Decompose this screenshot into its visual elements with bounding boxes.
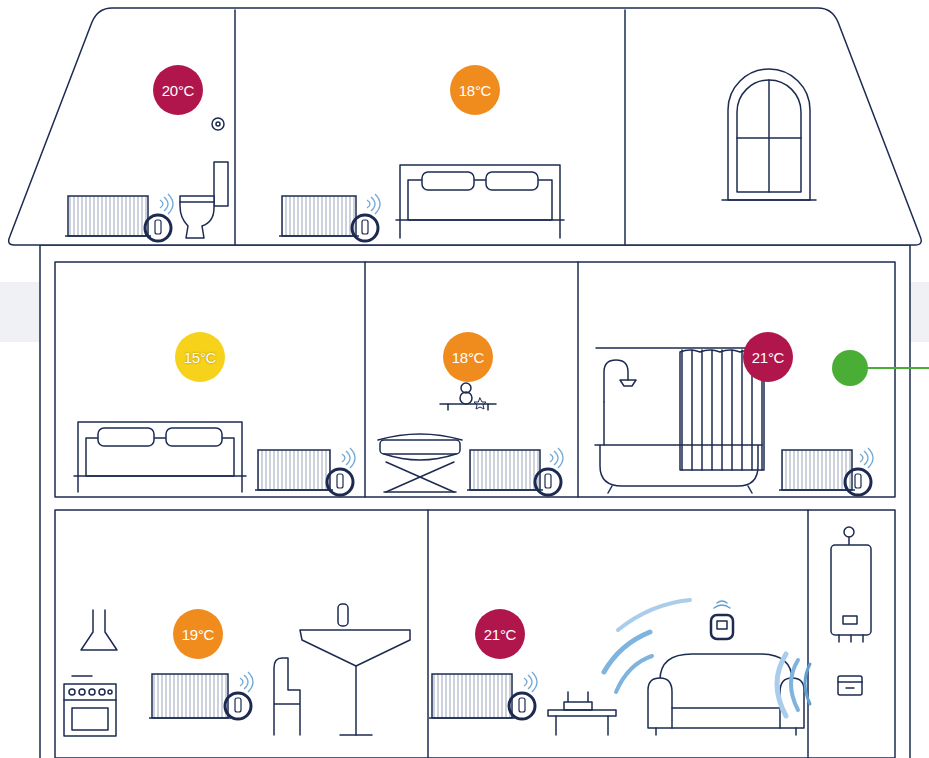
room-wall xyxy=(364,262,366,497)
temperature-badge: 15°C xyxy=(175,332,225,382)
cooker-hood xyxy=(81,610,117,650)
radiator-with-valve xyxy=(255,448,355,495)
first-floor xyxy=(55,262,895,497)
green-marker xyxy=(832,350,929,386)
bed xyxy=(74,422,246,492)
boiler xyxy=(831,527,871,642)
dining-table xyxy=(274,604,410,735)
radiator-with-valve xyxy=(149,672,253,719)
attic-wall xyxy=(624,10,626,245)
temperature-value: 20°C xyxy=(162,83,194,98)
shelf-teddy xyxy=(440,383,496,410)
radiator-with-valve xyxy=(279,194,380,241)
radiator-with-valve xyxy=(467,448,563,495)
radiator-with-valve xyxy=(429,672,537,719)
temperature-value: 19°C xyxy=(182,627,214,642)
temperature-value: 18°C xyxy=(452,350,484,365)
temperature-badge: 21°C xyxy=(743,332,793,382)
wifi-waves xyxy=(604,600,810,716)
bed xyxy=(396,165,564,238)
toilet xyxy=(180,118,228,238)
room-wall xyxy=(807,510,809,758)
room-wall xyxy=(577,262,579,497)
hub-box xyxy=(838,676,862,695)
shower-curtain xyxy=(596,348,768,470)
cot xyxy=(378,434,462,492)
temperature-badge: 21°C xyxy=(475,609,525,659)
temperature-badge: 18°C xyxy=(443,332,493,382)
ground-floor xyxy=(55,510,895,758)
temperature-badge: 20°C xyxy=(153,65,203,115)
temperature-value: 21°C xyxy=(484,627,516,642)
temperature-badge: 19°C xyxy=(173,609,223,659)
bathtub xyxy=(595,360,762,493)
temperature-value: 15°C xyxy=(184,350,216,365)
radiator-with-valve xyxy=(779,448,873,495)
temperature-value: 21°C xyxy=(752,350,784,365)
room-wall xyxy=(427,510,429,758)
arched-window xyxy=(722,69,816,200)
attic-wall xyxy=(234,10,236,245)
temperature-badge: 18°C xyxy=(450,65,500,115)
temperature-value: 18°C xyxy=(459,83,491,98)
router xyxy=(548,692,616,735)
cooker xyxy=(64,676,116,736)
roof xyxy=(9,8,922,245)
radiator-with-valve xyxy=(65,194,173,241)
sofa xyxy=(648,654,804,735)
house-wall xyxy=(40,245,910,758)
thermostat xyxy=(711,601,733,639)
